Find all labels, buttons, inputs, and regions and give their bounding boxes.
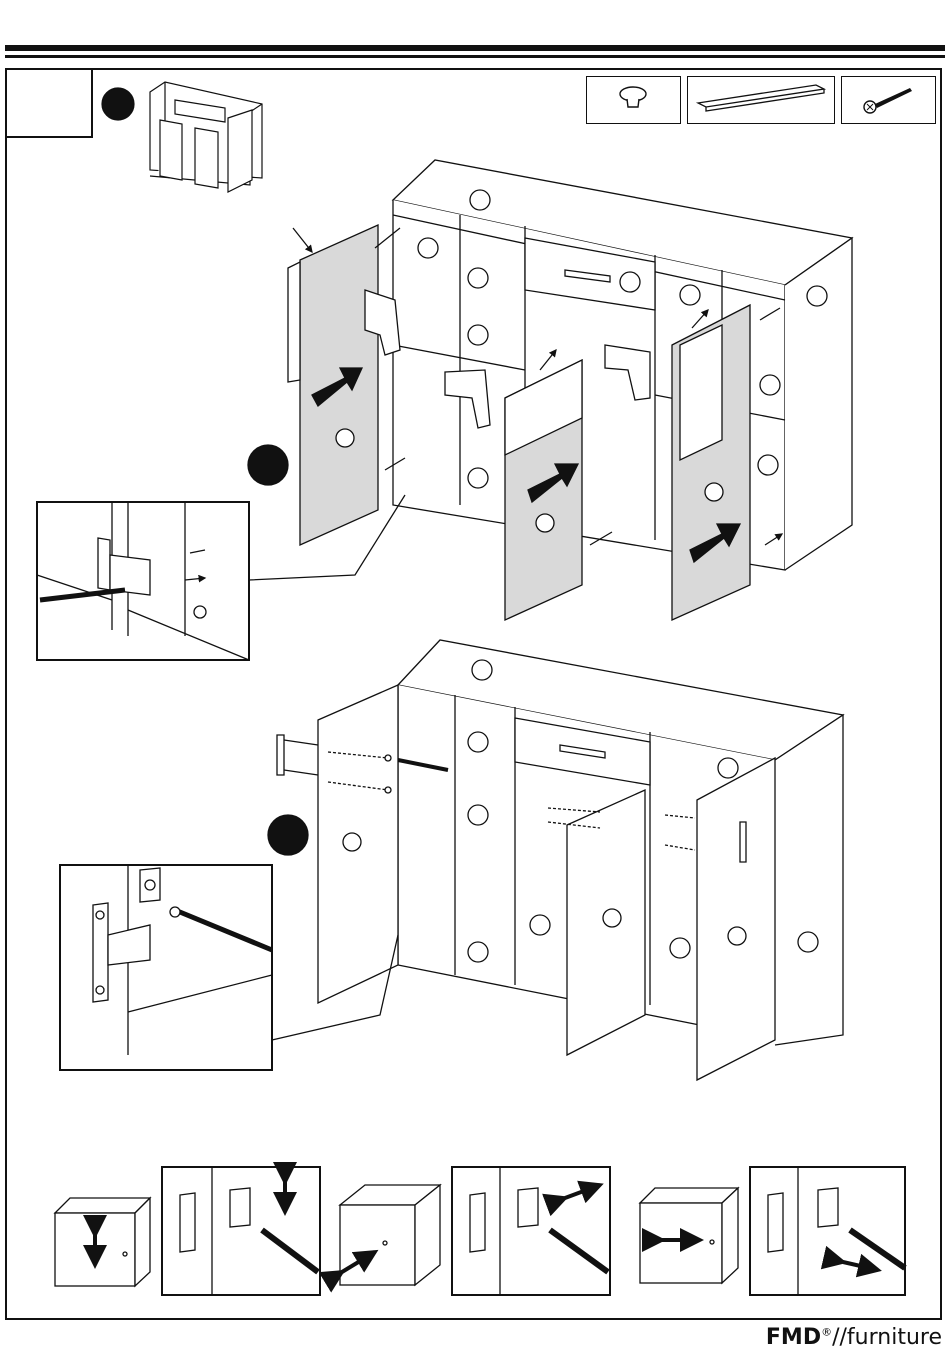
step-marker-a	[102, 88, 134, 120]
step-marker-b	[248, 445, 288, 485]
hinge-adjust-vertical	[55, 1167, 320, 1295]
hinge-adjust-lateral	[640, 1167, 905, 1295]
step-marker-c	[268, 815, 308, 855]
door-hinge-mounting	[248, 160, 852, 620]
handle-mounting	[268, 640, 843, 1080]
hinge-adjust-depth	[340, 1167, 610, 1295]
brand-name: FMD	[766, 1325, 821, 1350]
brand-suffix: //furniture	[832, 1325, 942, 1350]
brand-logo: FMD®//furniture	[766, 1325, 942, 1350]
cabinet-overview	[102, 82, 262, 192]
brand-mark: ®	[821, 1326, 832, 1339]
